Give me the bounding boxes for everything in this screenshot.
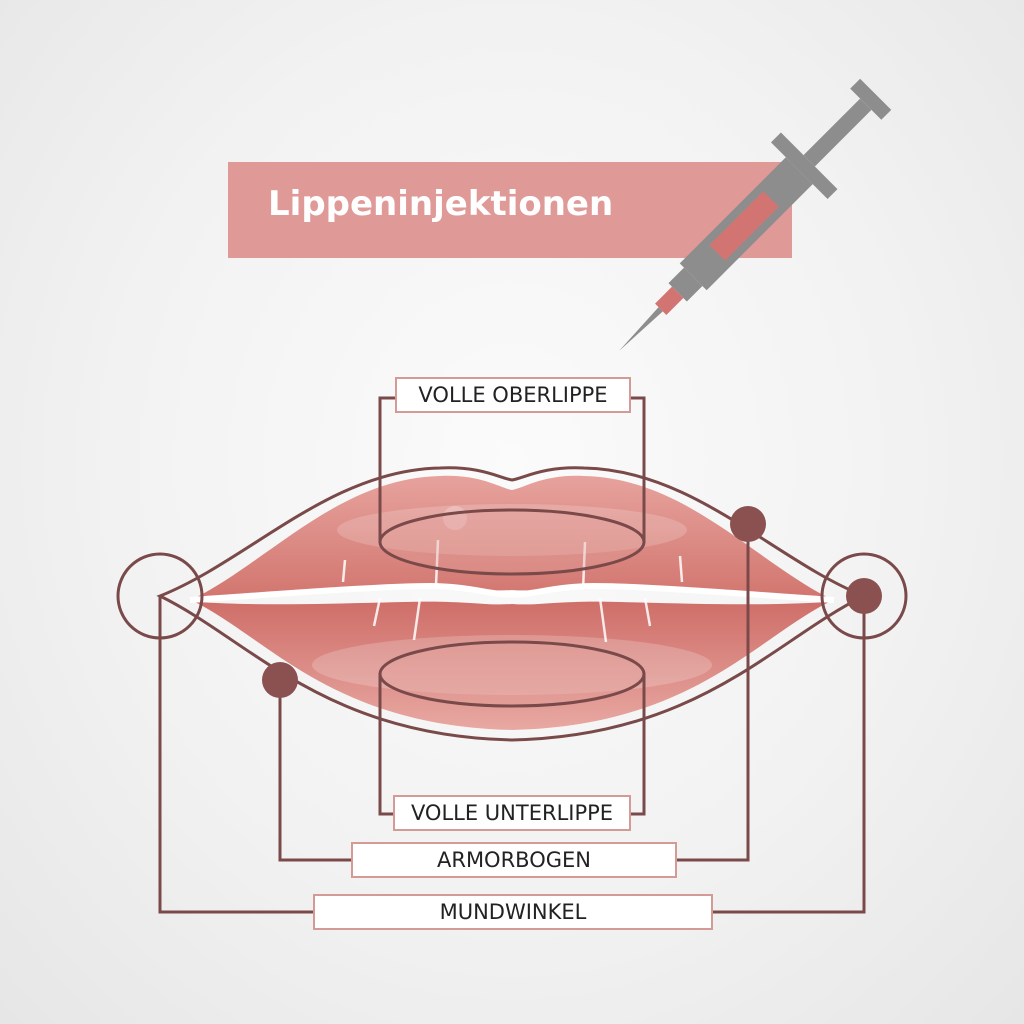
svg-text:VOLLE OBERLIPPE: VOLLE OBERLIPPE xyxy=(418,383,607,407)
cupids-bow-marker-right xyxy=(730,506,766,542)
cupids-bow-marker-left xyxy=(262,662,298,698)
lips-illustration xyxy=(189,475,835,730)
label-lower-lip: VOLLE UNTERLIPPE xyxy=(393,795,631,831)
lower-lip-zone xyxy=(378,640,646,816)
mouth-corner-marker-right xyxy=(846,578,882,614)
svg-text:MUNDWINKEL: MUNDWINKEL xyxy=(440,900,587,924)
label-cupids-bow: ARMORBOGEN xyxy=(351,842,677,878)
banner-background xyxy=(228,162,792,258)
label-mouth-corners: MUNDWINKEL xyxy=(313,894,713,930)
upper-lip-zone xyxy=(378,396,646,576)
page-title: Lippeninjektionen xyxy=(268,184,613,224)
mouth-corner-connectors xyxy=(116,552,908,914)
svg-text:VOLLE UNTERLIPPE: VOLLE UNTERLIPPE xyxy=(411,801,613,825)
label-upper-lip: VOLLE OBERLIPPE xyxy=(395,377,631,413)
title-banner: Lippeninjektionen xyxy=(228,162,792,258)
cupids-bow-connectors xyxy=(278,524,750,862)
svg-text:ARMORBOGEN: ARMORBOGEN xyxy=(437,848,591,872)
syringe-icon xyxy=(618,78,892,352)
